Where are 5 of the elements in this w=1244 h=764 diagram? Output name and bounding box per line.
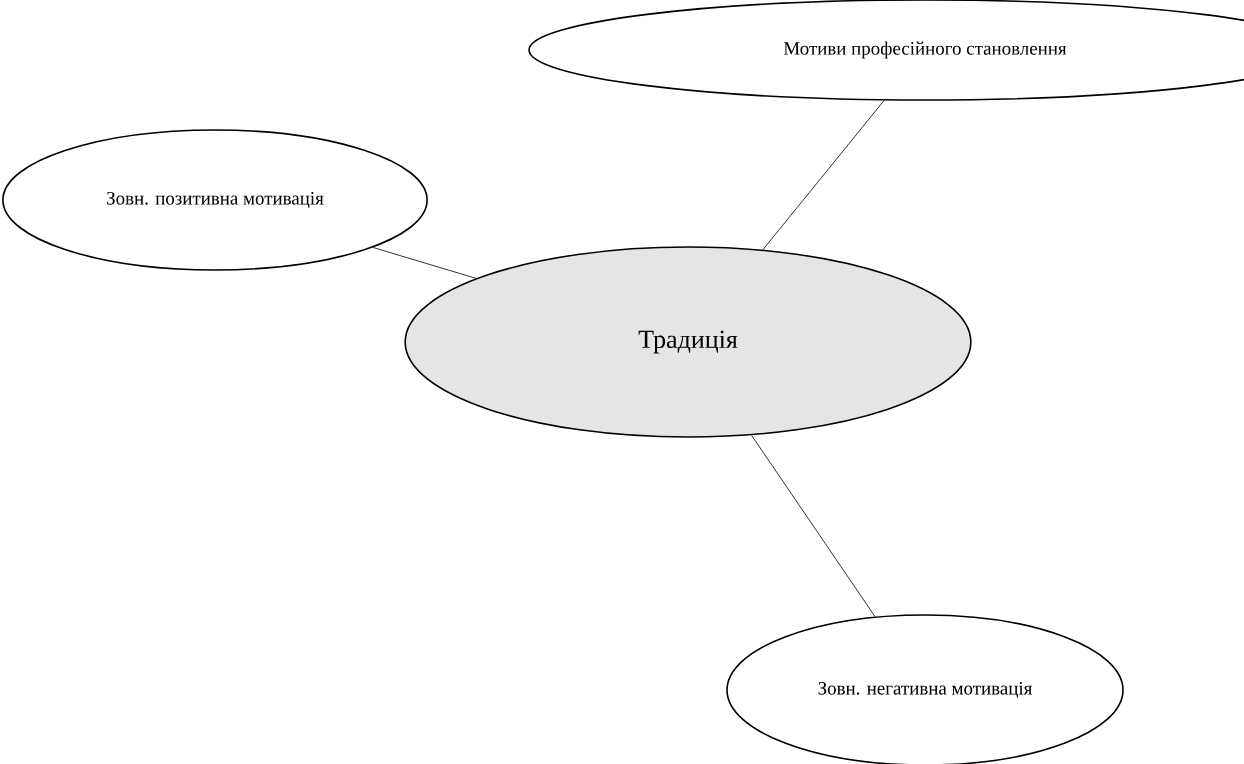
connector-line — [372, 247, 477, 279]
ellipse-node: Традиція — [404, 246, 972, 438]
connector-line — [762, 100, 885, 250]
connector-line — [751, 434, 876, 618]
ellipse-node: Зовн. позитивна мотивація — [2, 129, 428, 271]
